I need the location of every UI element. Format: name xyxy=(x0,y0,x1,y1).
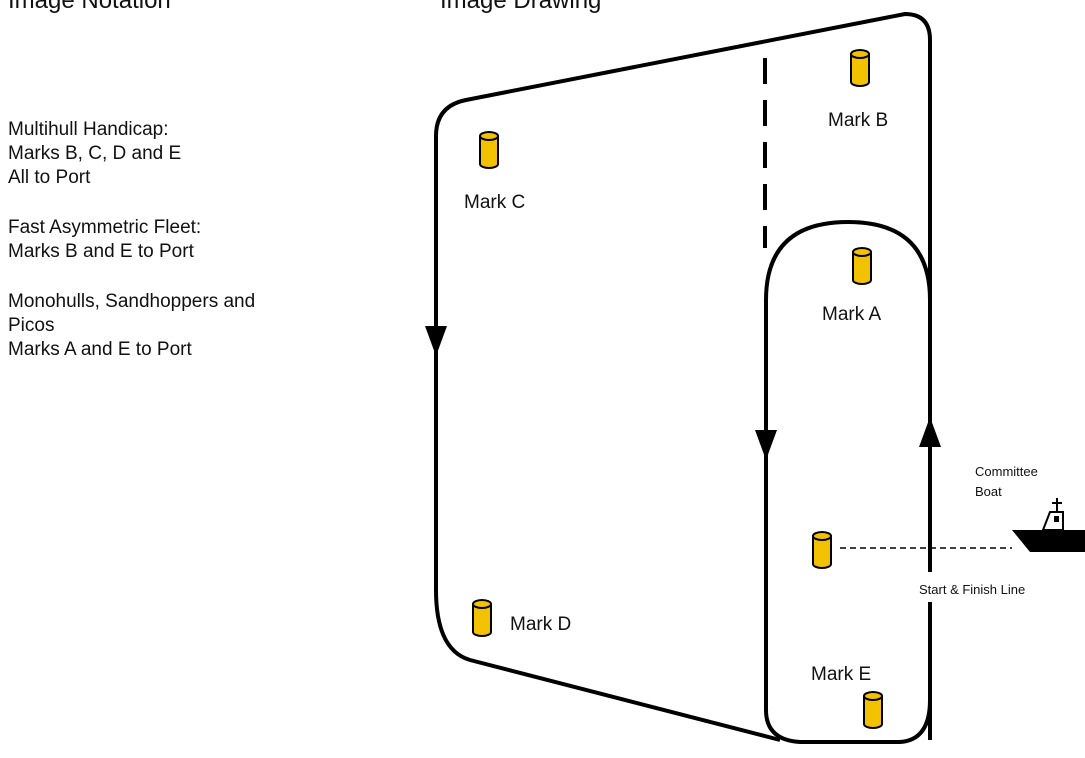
mark-e-buoy-icon xyxy=(863,691,883,729)
fleet-rounding-legend: Multihull Handicap: Marks B, C, D and E … xyxy=(8,118,255,388)
start-finish-label: Start & Finish Line xyxy=(919,582,1025,597)
legend-line: Monohulls, Sandhoppers and xyxy=(8,291,256,312)
mark-c-buoy-icon xyxy=(479,131,499,169)
cropped-header-text: Image Notation Image Drawing xyxy=(0,0,1085,13)
legend-line: Marks B, C, D and E xyxy=(8,143,182,164)
legend-multihull: Multihull Handicap: Marks B, C, D and E … xyxy=(8,118,255,190)
legend-line: Picos xyxy=(8,315,55,336)
mark-a-label: Mark A xyxy=(822,304,881,325)
mark-a-buoy-icon xyxy=(852,247,872,285)
arrow-down-outer-icon xyxy=(425,326,447,356)
pin-end-buoy-icon xyxy=(812,531,832,569)
cropped-header-fragment-1: Image Notation xyxy=(8,0,171,13)
legend-line: Fast Asymmetric Fleet: xyxy=(8,217,202,238)
legend-line: Multihull Handicap: xyxy=(8,119,169,140)
cropped-header-fragment-2: Image Drawing xyxy=(440,0,601,13)
legend-line: Marks A and E to Port xyxy=(8,339,192,360)
legend-line: Marks B and E to Port xyxy=(8,241,194,262)
outer-course-line xyxy=(434,12,932,742)
mark-d-buoy-icon xyxy=(472,599,492,637)
arrow-up-icon xyxy=(919,417,941,447)
committee-boat-label-line2: Boat xyxy=(975,484,1002,499)
mark-d-label: Mark D xyxy=(510,614,571,635)
mark-c-label: Mark C xyxy=(464,192,525,213)
committee-boat-label-line1: Committee xyxy=(975,464,1038,479)
mark-b-label: Mark B xyxy=(828,110,888,131)
committee-boat-icon xyxy=(1012,498,1085,552)
mark-e-label: Mark E xyxy=(811,664,871,685)
legend-fast-asymmetric: Fast Asymmetric Fleet: Marks B and E to … xyxy=(8,216,255,264)
inner-course-line xyxy=(764,219,932,301)
legend-line: All to Port xyxy=(8,167,91,188)
legend-monohulls: Monohulls, Sandhoppers and Picos Marks A… xyxy=(8,290,255,362)
arrow-down-inner-icon xyxy=(755,430,777,460)
mark-b-buoy-icon xyxy=(850,49,870,87)
inner-course-bottom xyxy=(764,300,932,744)
